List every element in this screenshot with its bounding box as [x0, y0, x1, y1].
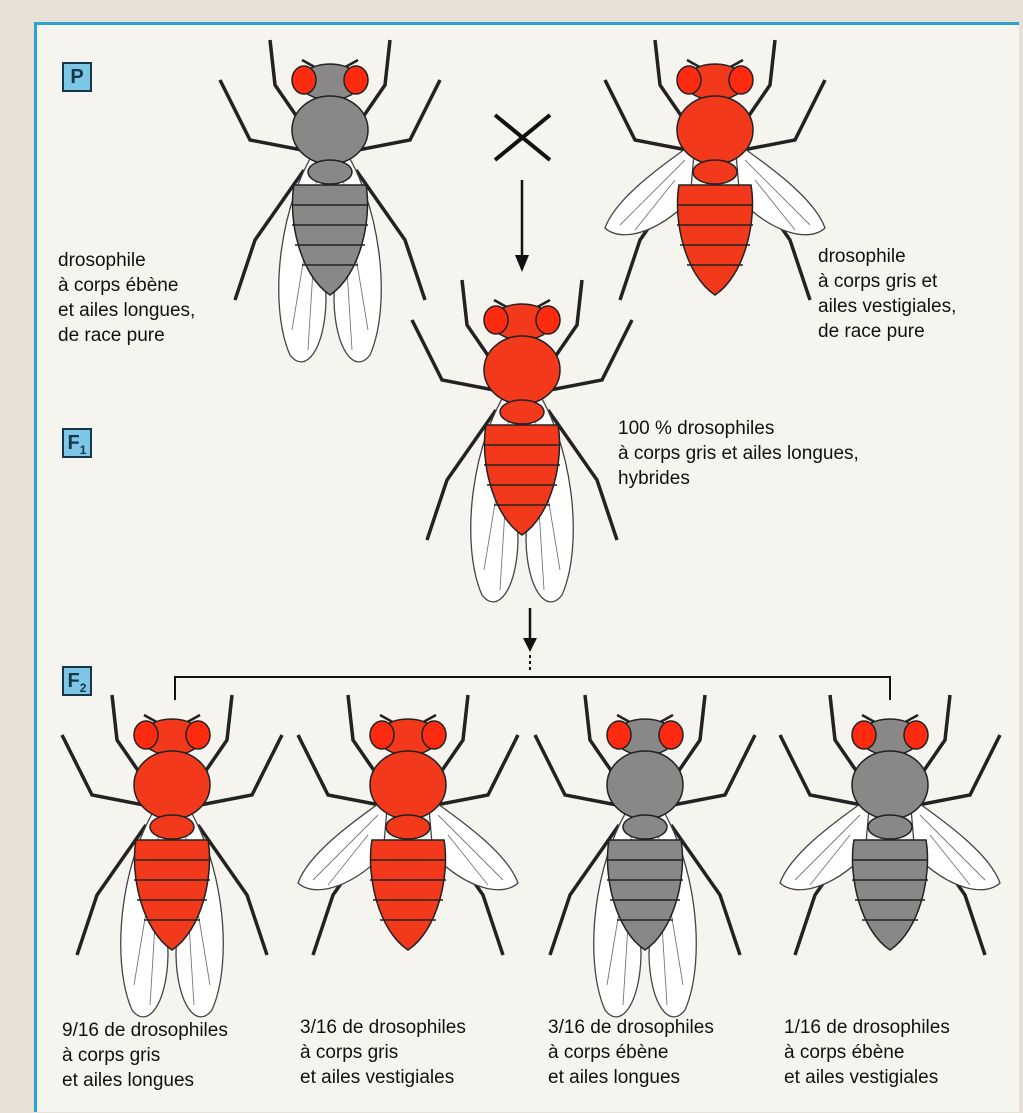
- cross-symbol-icon: [495, 115, 550, 160]
- f2-fly-grey-long: [62, 695, 282, 1017]
- f2-fly-grey-vestigial: [298, 695, 518, 955]
- parent-fly-ebony-long: [220, 40, 440, 362]
- arrow-f1-to-f2-icon: [523, 608, 537, 672]
- f2-bracket: [175, 677, 890, 700]
- arrow-p-to-f1-icon: [515, 180, 529, 272]
- f1-fly-grey-long: [412, 280, 632, 602]
- f2-fly-ebony-vestigial: [780, 695, 1000, 955]
- f2-fly-ebony-long: [535, 695, 755, 1017]
- parent-fly-grey-vestigial: [605, 40, 825, 300]
